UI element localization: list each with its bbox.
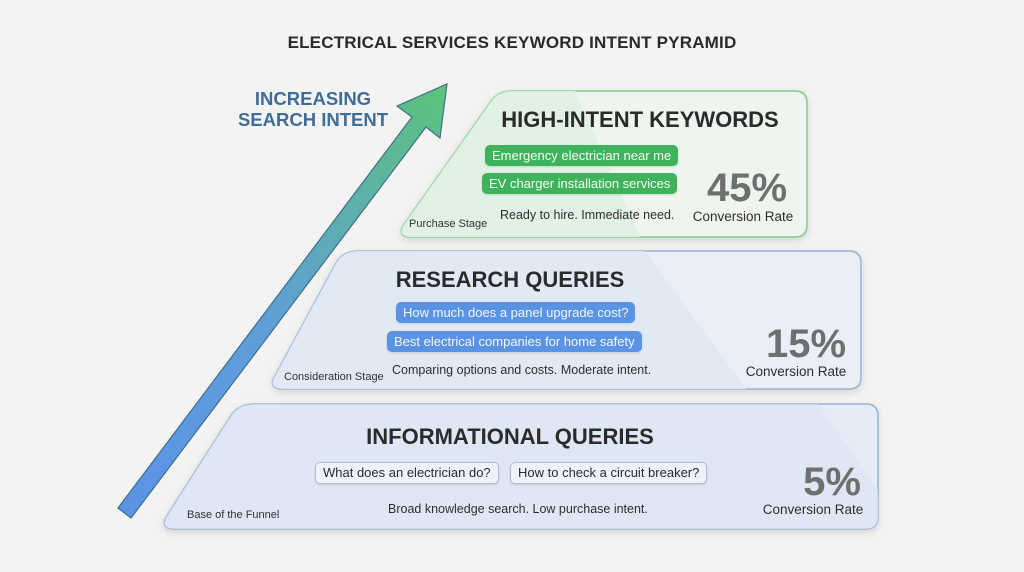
conversion-value: 5% [803, 460, 861, 504]
tier-description: Ready to hire. Immediate need. [500, 208, 675, 222]
keyword-chip[interactable]: How to check a circuit breaker? [510, 462, 708, 484]
tier-description: Comparing options and costs. Moderate in… [392, 363, 652, 377]
page-title: ELECTRICAL SERVICES KEYWORD INTENT PYRAM… [287, 33, 737, 52]
conversion-label: Conversion Rate [762, 502, 864, 517]
conversion-label: Conversion Rate [692, 209, 794, 224]
intent-label-line1: INCREASING [254, 88, 372, 109]
keyword-chip[interactable]: How much does a panel upgrade cost? [396, 302, 636, 323]
stage-label: Consideration Stage [284, 371, 384, 383]
conversion-value: 15% [765, 322, 847, 366]
intent-label: INCREASING SEARCH INTENT [228, 88, 398, 130]
tier-description: Broad knowledge search. Low purchase int… [388, 502, 648, 516]
stage-label: Purchase Stage [409, 218, 488, 230]
intent-label-line2: SEARCH INTENT [237, 109, 389, 130]
conversion-value: 45% [706, 166, 788, 210]
keyword-chip[interactable]: What does an electrician do? [315, 462, 499, 484]
keyword-chip[interactable]: Emergency electrician near me [485, 145, 679, 166]
tier-heading-research: RESEARCH QUERIES [395, 267, 625, 292]
keyword-chip[interactable]: EV charger installation services [482, 173, 678, 194]
keyword-chip[interactable]: Best electrical companies for home safet… [387, 331, 642, 352]
tier-heading-high-intent: HIGH-INTENT KEYWORDS [501, 107, 779, 132]
conversion-label: Conversion Rate [745, 364, 847, 379]
stage-label: Base of the Funnel [187, 509, 280, 521]
arrow-up-right-icon [117, 83, 448, 519]
tier-heading-informational: INFORMATIONAL QUERIES [366, 424, 654, 449]
